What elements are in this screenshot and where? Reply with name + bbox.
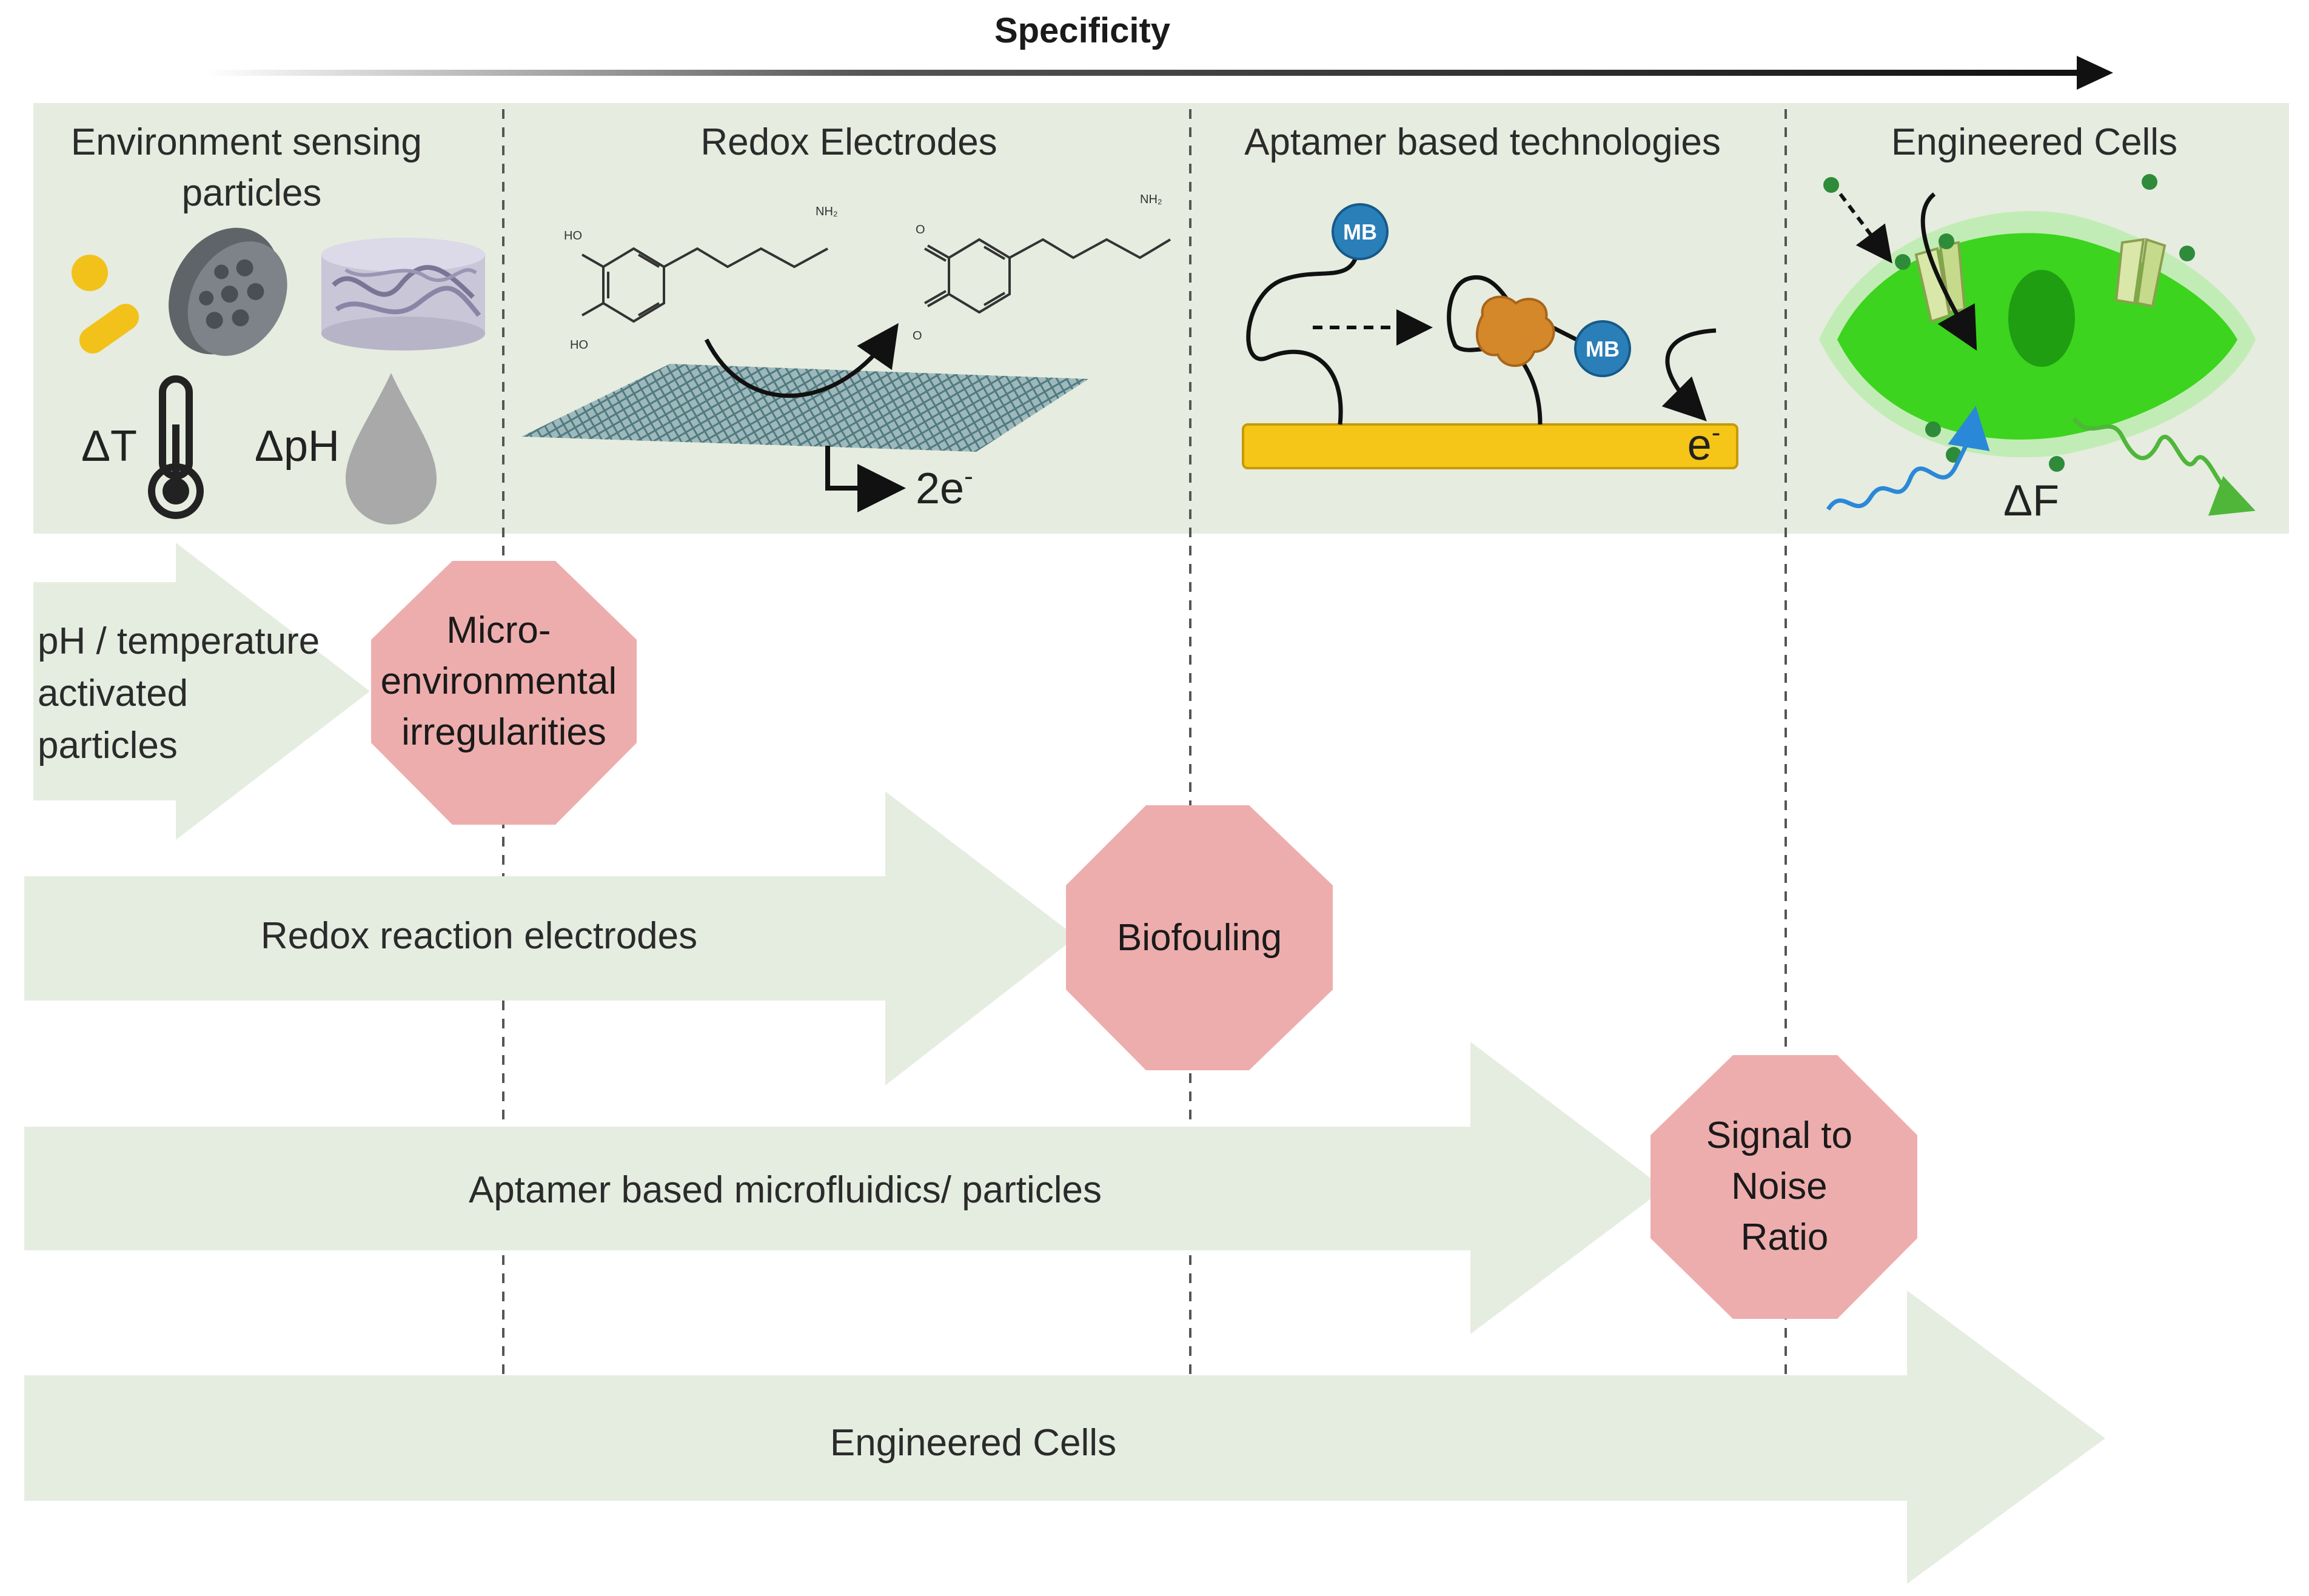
small-particle-icon	[72, 255, 108, 291]
technology-arrows: pH / temperature activated particles Red…	[24, 543, 2105, 1584]
environment-particles-illustration: ΔT ΔpH	[72, 227, 485, 525]
methylene-blue-tag-bound	[1574, 320, 1631, 377]
specificity-title: Specificity	[994, 11, 1170, 50]
target-molecule-icon	[1476, 295, 1555, 367]
limitation-octagon-2	[1066, 805, 1333, 1070]
limitation-label-biofouling: Biofouling	[1117, 917, 1282, 959]
delta-f-label: ΔF	[2003, 477, 2059, 525]
analyte-dot	[1939, 233, 1954, 249]
arrow-label-line: particles	[38, 725, 178, 766]
quinone-structure	[924, 238, 1171, 314]
electrode-mesh	[521, 364, 1088, 452]
capsule-particle-icon	[79, 304, 139, 354]
signal-transduction-arrow	[1920, 192, 1977, 351]
arrow-label-engineered-cells: Engineered Cells	[830, 1422, 1116, 1464]
limitation-octagon-1	[371, 561, 637, 825]
delta-ph-label: ΔpH	[255, 422, 340, 471]
limitation-label-line: Micro-	[446, 609, 551, 651]
analyte-approach-arrow	[1838, 193, 1892, 264]
analyte-dot	[2142, 174, 2157, 190]
two-electron-label: 2e-	[916, 461, 973, 513]
specificity-arrow-head	[2077, 56, 2113, 90]
mb-label-free: MB	[1343, 220, 1377, 244]
column-title-engineered-cells: Engineered Cells	[1891, 121, 2177, 163]
electron-emission-arrow	[1661, 328, 1717, 421]
membrane-receptor-right	[2114, 238, 2167, 308]
analyte-dot	[2179, 246, 2195, 261]
analyte-dot	[1925, 421, 1941, 437]
electron-label: e-	[1687, 418, 1721, 469]
hydroxyl-label-top: HO	[564, 229, 582, 243]
column-title-environment-sensing: Environment sensing particles	[71, 121, 432, 214]
specificity-axis: Specificity	[206, 11, 2113, 90]
emission-light-wave	[2072, 417, 2256, 516]
engineered-cell-illustration: ΔF	[1819, 174, 2256, 525]
limitation-label-line: environmental	[381, 660, 617, 702]
arrow-shape-2	[24, 791, 1076, 1085]
column-title-redox-electrodes: Redox Electrodes	[700, 121, 997, 163]
droplet-icon	[346, 373, 437, 525]
limitation-label-signal-noise: Signal to Noise Ratio	[1706, 1115, 1863, 1258]
thermometer-icon	[148, 375, 204, 519]
arrow-label-environment-particles: pH / temperature activated particles	[38, 620, 330, 766]
arrow-label-line: activated	[38, 672, 188, 714]
oxidation-arrow	[704, 323, 899, 398]
arrow-label-redox-electrodes: Redox reaction electrodes	[261, 915, 697, 957]
oxo-label-top: O	[916, 223, 925, 236]
excitation-light-wave	[1826, 406, 1990, 511]
dopamine-structure	[581, 247, 828, 323]
hydrogel-icon	[321, 238, 485, 350]
column-title-aptamer: Aptamer based technologies	[1244, 121, 1721, 163]
analyte-dot	[1895, 254, 1911, 270]
cell-nucleus	[2008, 270, 2075, 367]
analyte-dot	[2049, 456, 2065, 472]
column-title-line: particles	[182, 172, 322, 214]
two-electron-sup: -	[964, 461, 973, 491]
limitation-markers: Micro- environmental irregularities Biof…	[371, 561, 1917, 1319]
oxo-label-bottom: O	[913, 329, 922, 343]
limitation-label-line: Ratio	[1741, 1216, 1829, 1258]
delta-t-label: ΔT	[81, 422, 137, 471]
arrow-label-aptamer: Aptamer based microfluidics/ particles	[469, 1169, 1102, 1211]
limitation-label-microenvironment: Micro- environmental irregularities	[381, 609, 628, 753]
methylene-blue-tag-free	[1332, 203, 1389, 260]
hydroxyl-label-bottom: HO	[570, 338, 588, 352]
unbound-aptamer-strand	[1246, 248, 1361, 425]
arrow-shape-1	[33, 543, 370, 840]
limitation-label-line: Signal to	[1706, 1115, 1852, 1156]
electron-text: e	[1687, 421, 1712, 469]
aptamer-illustration: e- MB MB	[1242, 203, 1738, 469]
amine-label-right: NH₂	[1140, 193, 1162, 206]
electron-transfer-arrow	[825, 446, 906, 512]
specificity-arrow-shaft	[206, 70, 2086, 76]
mb-label-bound: MB	[1586, 337, 1620, 361]
gold-electrode-bar	[1242, 423, 1738, 469]
porous-disc-icon	[169, 227, 287, 356]
redox-electrode-illustration: HO HO NH₂ O O NH₂ 2e-	[521, 193, 1171, 513]
column-title-line: Environment sensing	[71, 121, 422, 163]
two-electron-text: 2e	[916, 464, 964, 513]
amine-label-left: NH₂	[816, 205, 838, 218]
limitation-label-line: Noise	[1731, 1165, 1828, 1207]
electron-sup: -	[1712, 418, 1721, 448]
arrow-label-line: pH / temperature	[38, 620, 320, 662]
arrow-shape-4	[24, 1290, 2105, 1584]
arrow-shape-3	[24, 1042, 1664, 1334]
analyte-dot	[1823, 177, 1839, 193]
column-headings: Environment sensing particles Redox Elec…	[71, 121, 2177, 214]
limitation-label-line: irregularities	[401, 711, 606, 753]
limitation-octagon-3	[1650, 1055, 1917, 1319]
